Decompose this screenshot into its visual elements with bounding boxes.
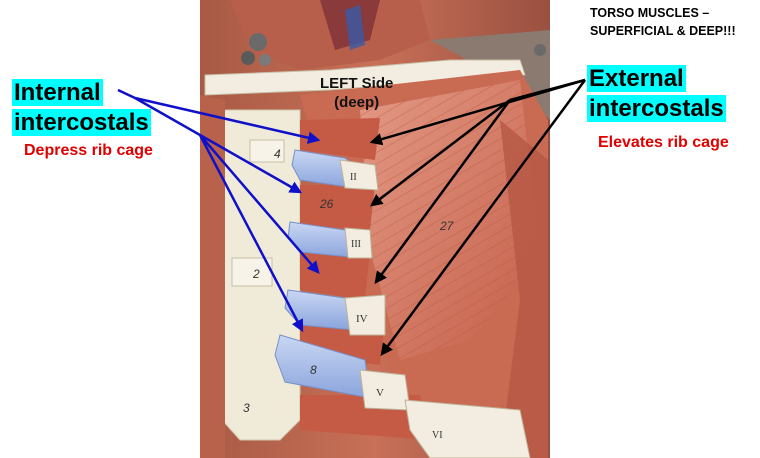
internal-action: Depress rib cage (24, 142, 153, 159)
screw-icon (249, 33, 267, 51)
center-label: LEFT Side (deep) (320, 74, 393, 112)
screw-icon (241, 51, 255, 65)
external-intercostals-arrows (369, 78, 587, 357)
model-number-8: 8 (310, 363, 317, 377)
internal-label-line2: intercostals (12, 109, 151, 136)
external-label-line1: External (587, 65, 686, 92)
internal-intercostals-arrows (117, 88, 321, 333)
model-number-4: 4 (274, 147, 281, 161)
rib-numeral-vi: VI (432, 430, 443, 441)
model-number-27: 27 (439, 219, 455, 233)
model-number-2: 2 (252, 267, 260, 281)
rib-numeral-iii: III (351, 239, 361, 250)
rib-numeral-v: V (376, 387, 384, 399)
external-action: Elevates rib cage (598, 134, 729, 151)
figure-title-line2: SUPERFICIAL & DEEP!!! (590, 24, 736, 38)
model-number-26: 26 (319, 197, 334, 211)
external-label-line2: intercostals (587, 95, 726, 122)
internal-intercostals-label: Internal intercostals (12, 78, 151, 138)
screw-icon (259, 54, 271, 66)
figure-title: TORSO MUSCLES – SUPERFICIAL & DEEP!!! (590, 4, 736, 40)
center-label-line1: LEFT Side (320, 75, 394, 92)
model-number-3: 3 (243, 401, 250, 415)
rib-numeral-ii: II (350, 172, 357, 183)
external-intercostals-label: External intercostals (587, 64, 726, 124)
center-label-line2: (deep) (334, 94, 380, 111)
rib-numeral-iv: IV (356, 313, 368, 325)
figure-title-line1: TORSO MUSCLES – (590, 6, 710, 20)
screw-icon (534, 44, 546, 56)
internal-label-line1: Internal (12, 79, 103, 106)
